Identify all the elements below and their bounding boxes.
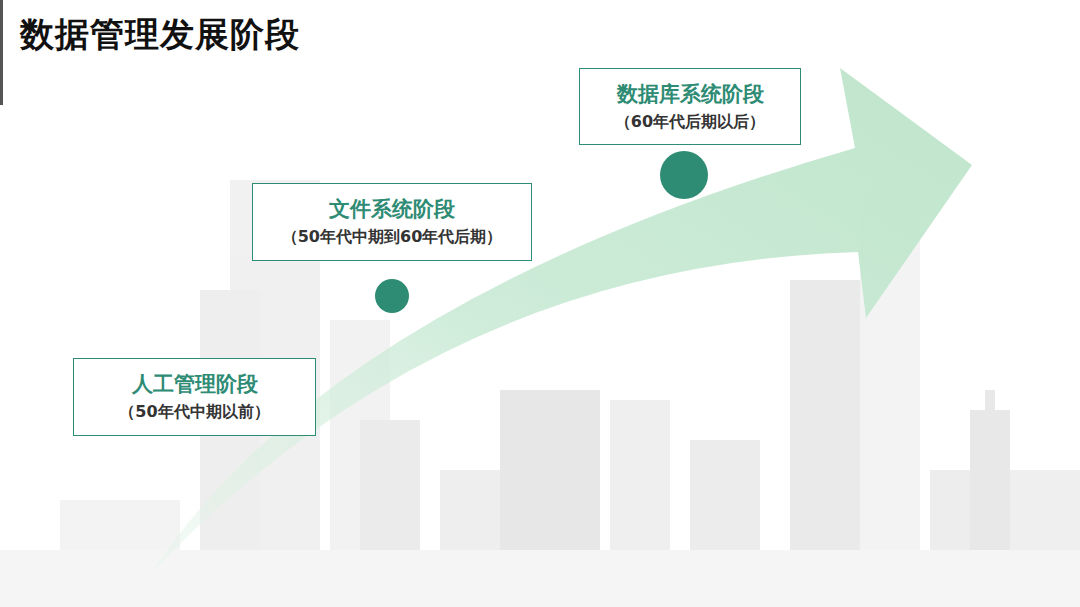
stage-heading: 数据库系统阶段	[592, 80, 788, 108]
stage-period: （50年代中期以前）	[86, 401, 303, 423]
diagram-title: 数据管理发展阶段	[20, 12, 300, 58]
city-skyline	[0, 180, 1080, 607]
stage-box: 文件系统阶段 （50年代中期到60年代后期）	[252, 183, 532, 261]
stage-period: （60年代后期以后）	[592, 111, 788, 133]
stage-heading: 人工管理阶段	[86, 370, 303, 398]
edge-bar	[0, 0, 3, 105]
growth-arrow	[150, 68, 972, 575]
stage-period: （50年代中期到60年代后期）	[265, 226, 519, 248]
stage-heading: 文件系统阶段	[265, 195, 519, 223]
stage-box: 人工管理阶段 （50年代中期以前）	[73, 358, 316, 436]
stage-dot	[375, 279, 409, 313]
stage-dot	[660, 151, 708, 199]
stage-box: 数据库系统阶段 （60年代后期以后）	[579, 68, 801, 145]
